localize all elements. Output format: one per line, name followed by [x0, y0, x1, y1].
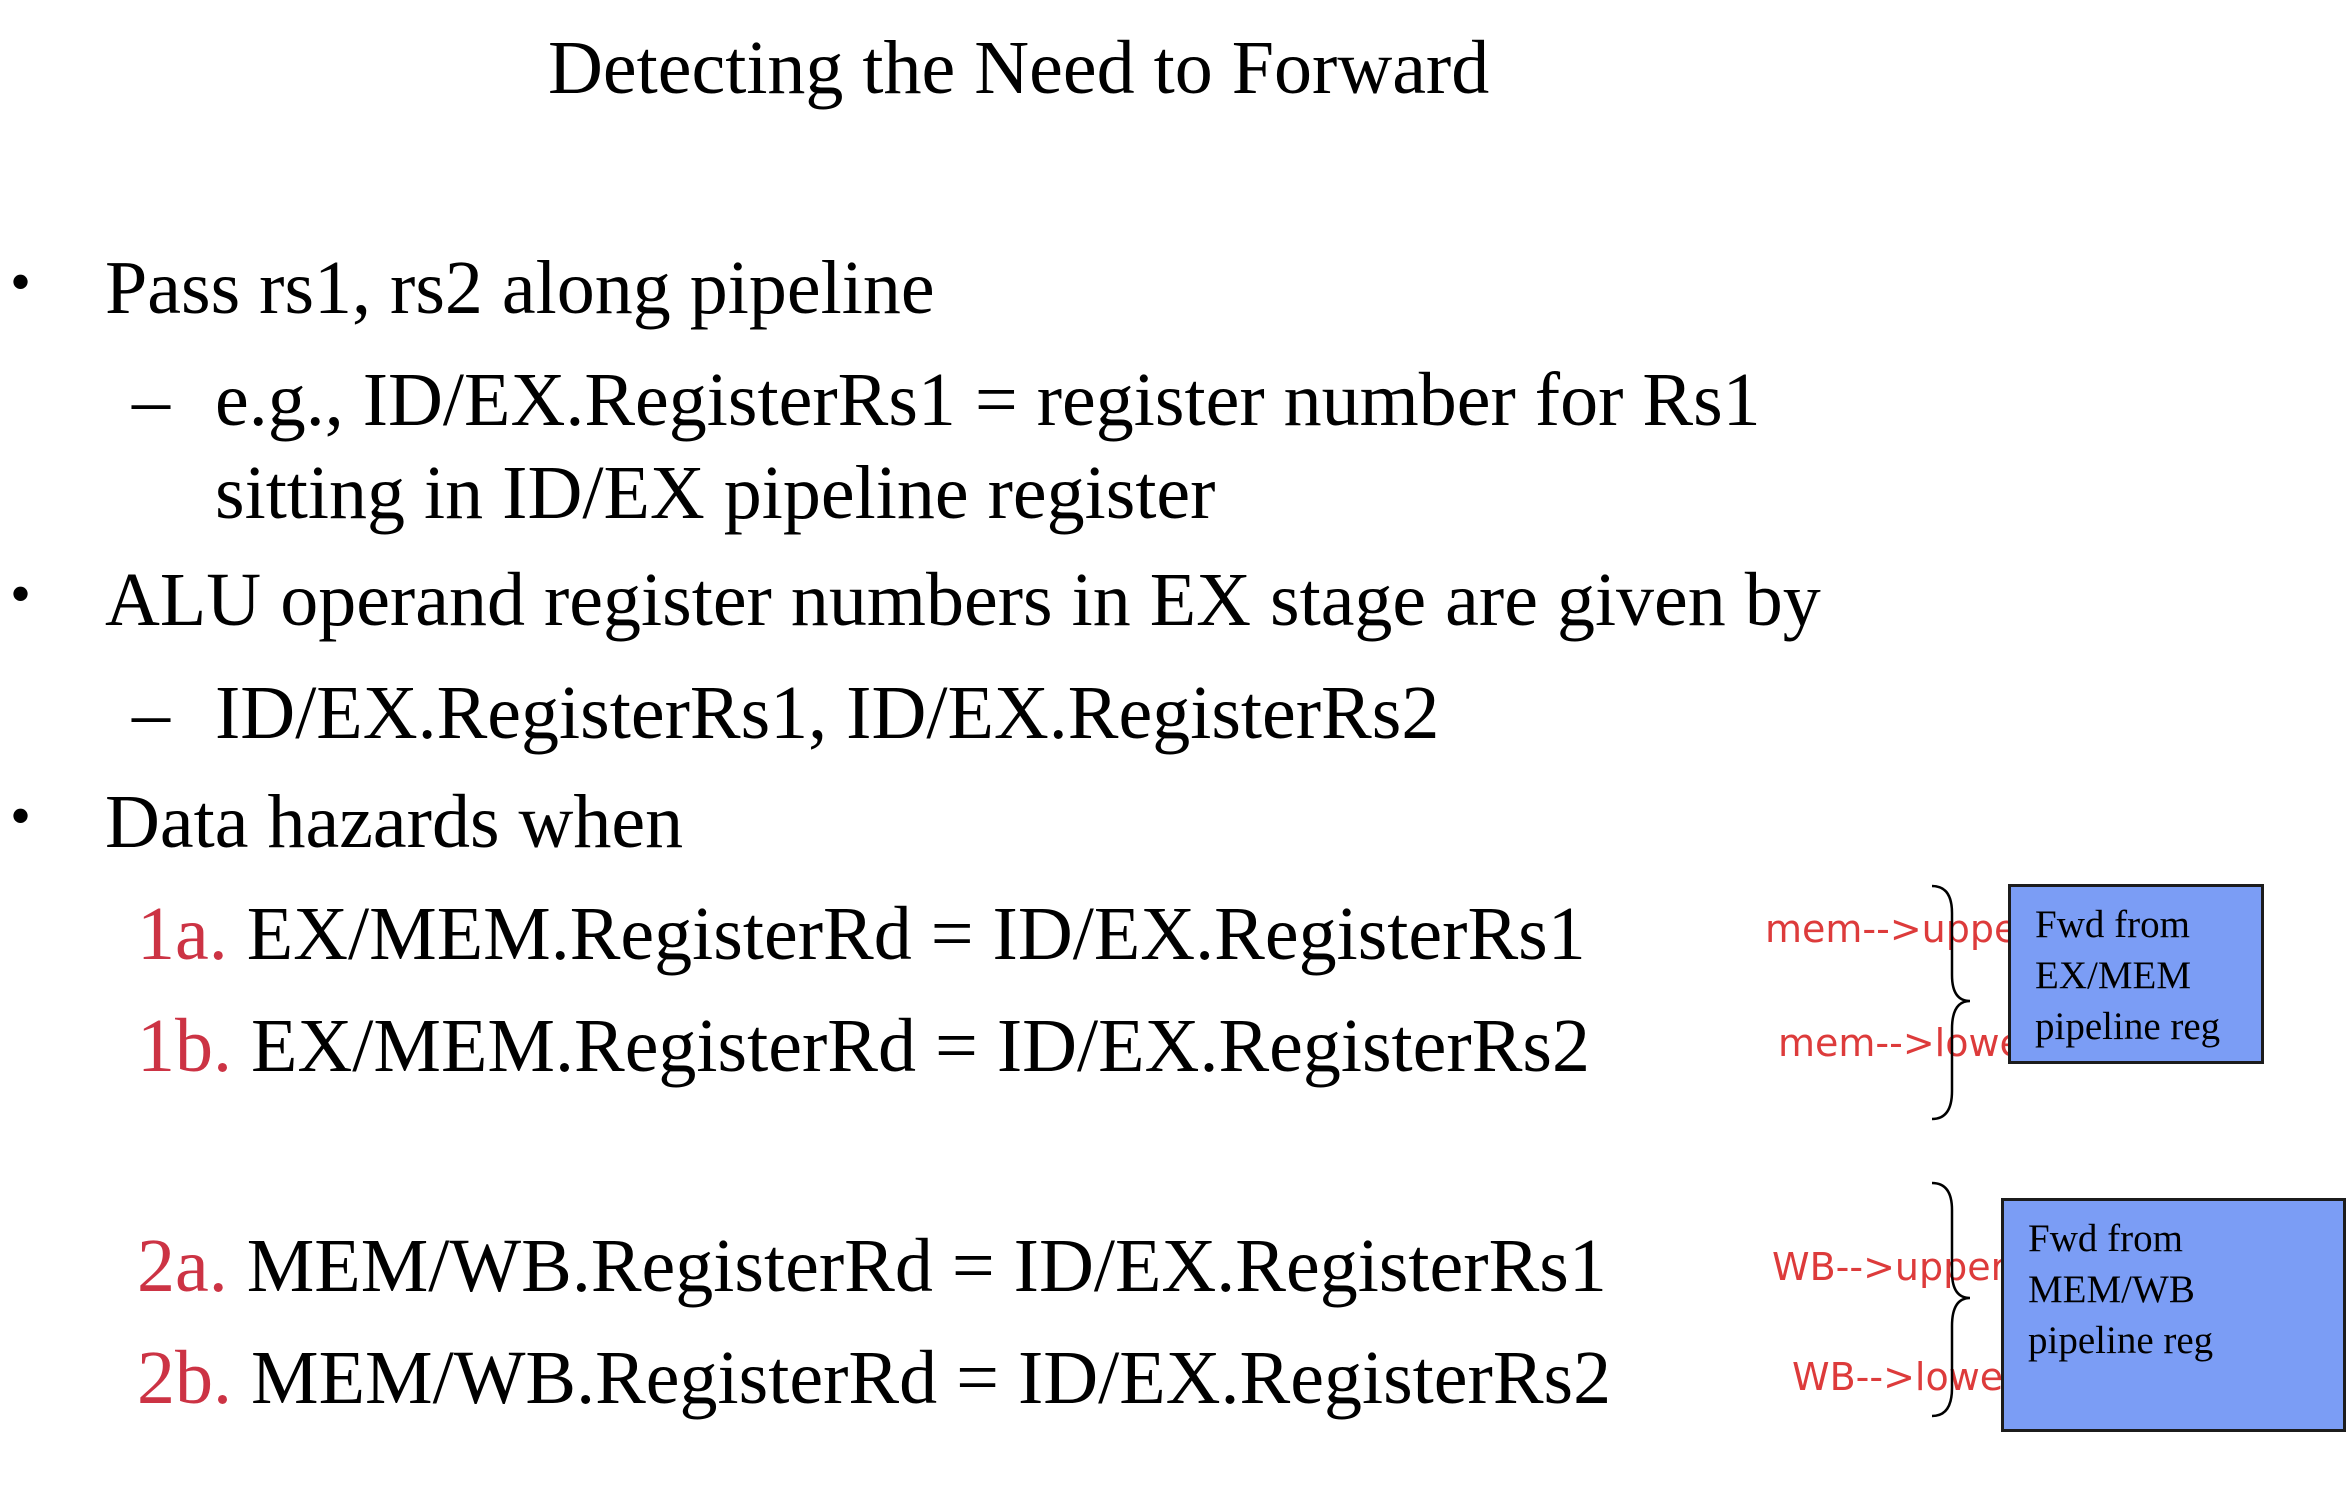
condition-text: MEM/WB.RegisterRd = ID/EX.RegisterRs2: [251, 1336, 1612, 1420]
bullet-marker: •: [10, 249, 32, 315]
condition-text: EX/MEM.RegisterRd = ID/EX.RegisterRs1: [246, 892, 1586, 976]
sub-bullet-example-line1: e.g., ID/EX.RegisterRs1 = register numbe…: [215, 358, 1761, 442]
annotation-mem-upper: mem-->upper: [1765, 907, 2034, 951]
curly-brace-exmem: [1931, 884, 1971, 1121]
slide-title: Detecting the Need to Forward: [548, 26, 1490, 110]
sub-bullet-example-line2: sitting in ID/EX pipeline register: [215, 451, 1216, 535]
bullet-alu-operands: ALU operand register numbers in EX stage…: [105, 558, 1821, 642]
condition-label: 2a.: [137, 1224, 228, 1308]
sub-bullet-registers: ID/EX.RegisterRs1, ID/EX.RegisterRs2: [215, 671, 1440, 755]
hazard-condition-1b: 1b. EX/MEM.RegisterRd = ID/EX.RegisterRs…: [137, 1008, 1590, 1084]
annotation-wb-lower: WB-->lower: [1792, 1355, 2019, 1399]
bullet-data-hazards: Data hazards when: [105, 780, 684, 864]
condition-label: 2b.: [137, 1336, 232, 1420]
condition-label: 1a.: [137, 892, 228, 976]
condition-text: EX/MEM.RegisterRd = ID/EX.RegisterRs2: [251, 1004, 1590, 1088]
forward-memwb-box: Fwd from MEM/WB pipeline reg: [2001, 1198, 2346, 1432]
dash-marker: –: [132, 358, 170, 442]
annotation-wb-upper: WB-->upper: [1772, 1245, 2007, 1289]
condition-text: MEM/WB.RegisterRd = ID/EX.RegisterRs1: [246, 1224, 1607, 1308]
annotation-mem-lower: mem-->lower: [1778, 1021, 2039, 1065]
hazard-condition-1a: 1a. EX/MEM.RegisterRd = ID/EX.RegisterRs…: [137, 896, 1586, 972]
forward-exmem-label: Fwd from EX/MEM pipeline reg: [2035, 903, 2221, 1048]
condition-label: 1b.: [137, 1004, 232, 1088]
hazard-condition-2a: 2a. MEM/WB.RegisterRd = ID/EX.RegisterRs…: [137, 1228, 1607, 1304]
forward-memwb-label: Fwd from MEM/WB pipeline reg: [2028, 1217, 2214, 1362]
bullet-marker: •: [10, 561, 32, 627]
dash-marker: –: [132, 671, 170, 755]
forward-exmem-box: Fwd from EX/MEM pipeline reg: [2008, 884, 2264, 1064]
hazard-condition-2b: 2b. MEM/WB.RegisterRd = ID/EX.RegisterRs…: [137, 1340, 1611, 1416]
bullet-pass-rs: Pass rs1, rs2 along pipeline: [105, 246, 935, 330]
bullet-marker: •: [10, 783, 32, 849]
curly-brace-memwb: [1931, 1181, 1971, 1418]
